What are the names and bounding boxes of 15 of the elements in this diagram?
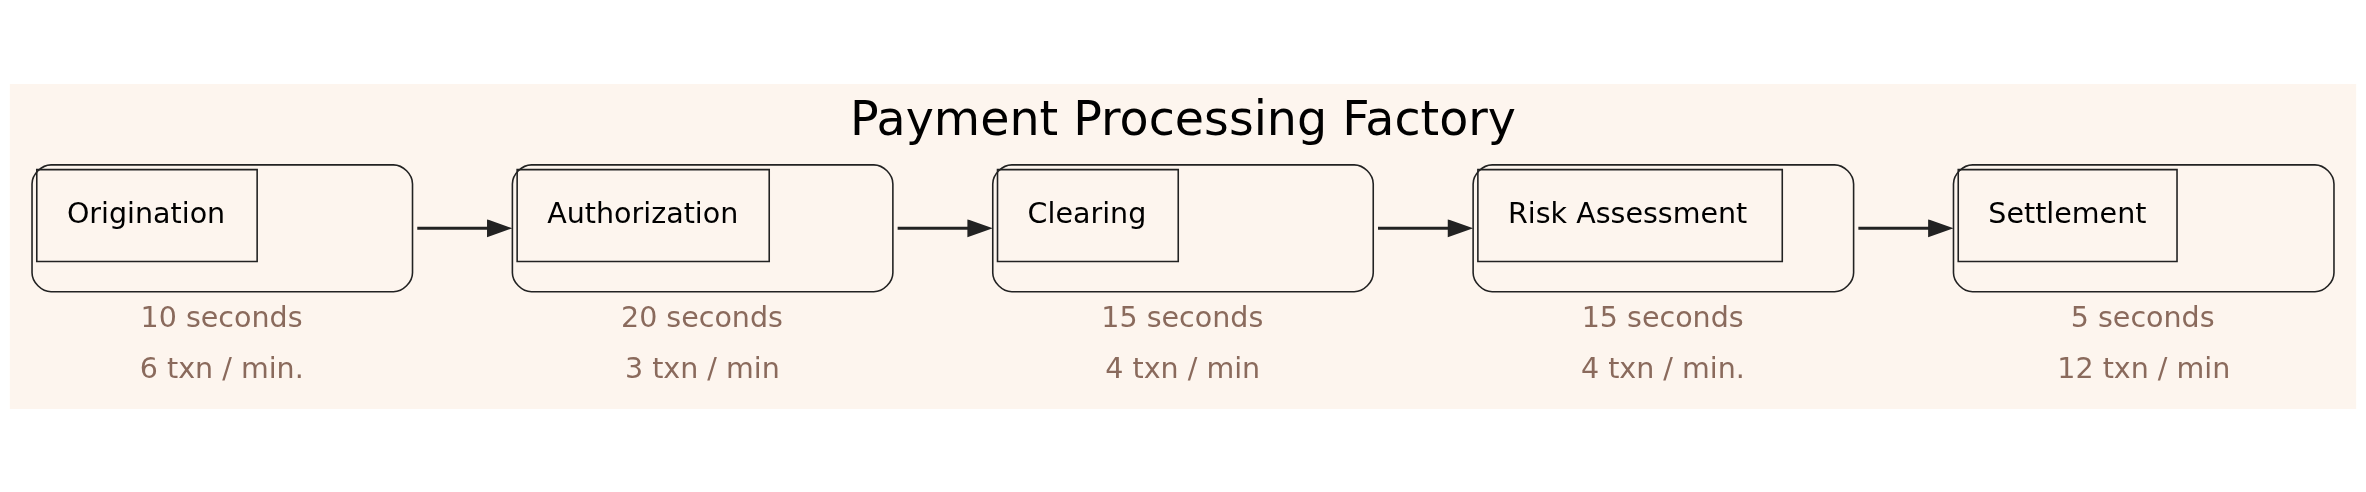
node-label: 5 seconds	[2070, 300, 2215, 334]
diagram-title: Payment Processing Factory	[850, 90, 1516, 146]
arrow	[417, 218, 513, 237]
node-label: 10 seconds	[140, 300, 303, 334]
arrow	[1858, 218, 1954, 237]
node-label: 15 seconds	[1101, 300, 1264, 334]
node-label: 12 txn / min	[2057, 351, 2231, 385]
node-label: 6 txn / min.	[139, 351, 304, 385]
node-label: 3 txn / min	[624, 351, 780, 385]
node-label: 20 seconds	[620, 300, 783, 334]
node-label: 4 txn / min	[1105, 351, 1261, 385]
arrow	[897, 218, 993, 237]
arrow	[1378, 218, 1474, 237]
node-label: 4 txn / min.	[1580, 351, 1745, 385]
node-label: 15 seconds	[1581, 300, 1744, 334]
